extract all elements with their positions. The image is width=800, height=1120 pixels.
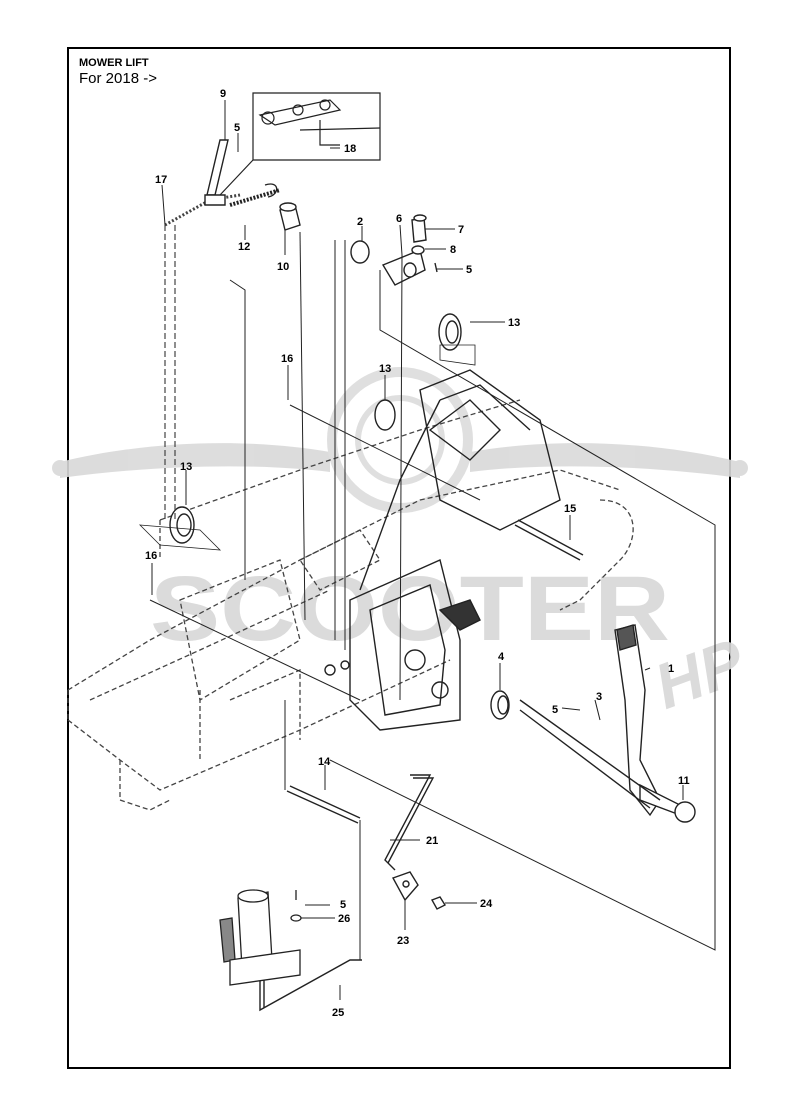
callout-3: 3 bbox=[596, 691, 602, 703]
pin-item-9 bbox=[204, 139, 229, 206]
callout-17: 17 bbox=[155, 174, 167, 186]
callout-5-pin: 5 bbox=[234, 122, 240, 134]
washer-item-26 bbox=[290, 890, 302, 922]
callout-23: 23 bbox=[397, 935, 409, 947]
callout-8: 8 bbox=[450, 244, 456, 256]
callout-5-pedal: 5 bbox=[340, 899, 346, 911]
spring-item-12 bbox=[229, 183, 281, 207]
callout-5-lever: 5 bbox=[552, 704, 558, 716]
callout-1: 1 bbox=[668, 663, 674, 675]
callout-16-left: 16 bbox=[145, 550, 157, 562]
pedal-assembly bbox=[219, 889, 301, 986]
pulley-item-4 bbox=[490, 690, 510, 720]
diagram-frame bbox=[67, 47, 731, 1069]
callout-13-mid: 13 bbox=[379, 363, 391, 375]
callout-4: 4 bbox=[498, 651, 505, 663]
callout-labels: 1 2 3 4 5 5 5 5 6 7 8 9 10 11 12 13 13 1… bbox=[145, 88, 690, 1019]
watermark: SCOOTER HP bbox=[52, 367, 754, 723]
callout-5-fitting: 5 bbox=[466, 264, 472, 276]
diagram-subtitle: For 2018 -> bbox=[79, 70, 157, 87]
diagram-title: MOWER LIFT bbox=[79, 57, 149, 69]
callout-9: 9 bbox=[220, 88, 226, 100]
callout-14: 14 bbox=[318, 756, 331, 768]
detail-inset-item-18 bbox=[219, 92, 381, 196]
lift-shaft bbox=[286, 785, 361, 824]
bracket-item-23 bbox=[391, 871, 419, 902]
callout-18: 18 bbox=[344, 143, 356, 155]
callout-25: 25 bbox=[332, 1007, 344, 1019]
callout-7: 7 bbox=[458, 224, 464, 236]
lift-rod bbox=[514, 519, 584, 561]
callout-16-top: 16 bbox=[281, 353, 293, 365]
callout-6: 6 bbox=[396, 213, 402, 225]
callout-10: 10 bbox=[277, 261, 289, 273]
callout-21: 21 bbox=[426, 835, 438, 847]
rod-item-25 bbox=[259, 959, 362, 1012]
callout-12: 12 bbox=[238, 241, 250, 253]
linkage-item-21 bbox=[384, 774, 435, 871]
chain-item-17 bbox=[164, 193, 241, 520]
callout-24: 24 bbox=[480, 898, 493, 910]
watermark-text: SCOOTER bbox=[150, 558, 670, 660]
callout-11: 11 bbox=[678, 775, 690, 787]
lift-bracket-assembly bbox=[324, 369, 561, 731]
leader-lines bbox=[149, 100, 716, 1000]
callout-13-top: 13 bbox=[508, 317, 520, 329]
callout-2: 2 bbox=[357, 216, 363, 228]
callout-15: 15 bbox=[564, 503, 576, 515]
lift-lever bbox=[519, 624, 696, 823]
nut-item-24 bbox=[430, 896, 447, 910]
callout-13-left: 13 bbox=[180, 461, 192, 473]
fittings-items-2-6-7-8 bbox=[350, 214, 438, 286]
bushing-item-10 bbox=[279, 202, 301, 231]
callout-26: 26 bbox=[338, 913, 350, 925]
chassis-frame bbox=[67, 399, 634, 811]
